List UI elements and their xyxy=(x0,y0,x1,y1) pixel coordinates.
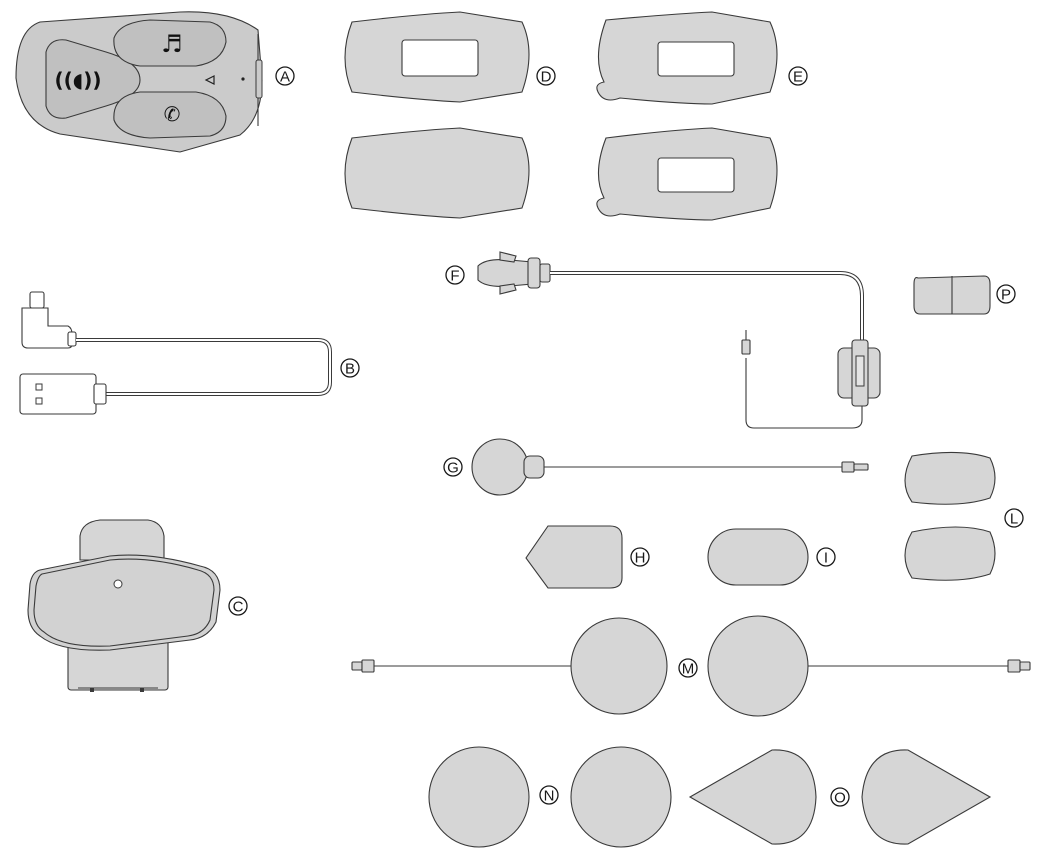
pentagon-pad xyxy=(525,525,623,589)
svg-text:E: E xyxy=(793,69,803,86)
foam-block xyxy=(913,275,991,315)
svg-text:P: P xyxy=(1001,287,1011,304)
label-p: P xyxy=(996,284,1016,304)
tabbed-pad-bottom xyxy=(596,127,778,221)
teardrop-pad-left xyxy=(688,749,817,845)
boom-microphone xyxy=(477,251,881,429)
label-l: L xyxy=(1004,508,1024,528)
adhesive-pad-with-window xyxy=(344,11,530,103)
label-b: B xyxy=(340,358,360,378)
label-f: F xyxy=(445,265,465,285)
wired-microphone xyxy=(471,438,869,496)
svg-text:H: H xyxy=(635,550,646,567)
foam-cover-bottom xyxy=(904,526,996,581)
oval-pad xyxy=(707,528,809,586)
label-g: G xyxy=(443,457,463,477)
label-d: D xyxy=(536,66,556,86)
svg-text:O: O xyxy=(834,790,846,807)
label-m: M xyxy=(678,658,698,678)
intercom-unit: ((◖)) ♬ ✆ xyxy=(15,11,263,153)
label-e: E xyxy=(788,66,808,86)
round-pad-left xyxy=(428,746,530,848)
svg-text:F: F xyxy=(450,268,459,285)
music-note-icon: ♬ xyxy=(161,30,183,58)
svg-text:I: I xyxy=(824,550,828,567)
tabbed-pad-top xyxy=(596,11,778,105)
intercom-icon: ((◖)) xyxy=(54,68,101,92)
mounting-bracket xyxy=(27,519,221,692)
teardrop-pad-right xyxy=(861,749,992,845)
svg-text:D: D xyxy=(541,69,552,86)
label-i: I xyxy=(816,547,836,567)
back-arrow-icon xyxy=(204,75,215,85)
adhesive-pad-solid xyxy=(344,127,530,219)
svg-text:N: N xyxy=(544,788,555,805)
label-a: A xyxy=(275,66,295,86)
svg-text:M: M xyxy=(682,661,695,678)
speaker-left xyxy=(351,617,668,715)
phone-icon: ✆ xyxy=(164,102,181,126)
label-n: N xyxy=(539,785,559,805)
intercom-button: ((◖)) xyxy=(45,39,141,119)
music-button: ♬ xyxy=(113,19,227,67)
label-h: H xyxy=(630,547,650,567)
phone-button: ✆ xyxy=(113,91,227,139)
round-pad-right xyxy=(570,746,672,848)
svg-text:B: B xyxy=(345,361,355,378)
speaker-right xyxy=(707,615,1031,717)
svg-text:L: L xyxy=(1010,511,1018,528)
svg-text:A: A xyxy=(280,69,290,86)
svg-text:C: C xyxy=(233,599,244,616)
label-c: C xyxy=(228,596,248,616)
usb-charging-cable xyxy=(19,291,332,415)
label-o: O xyxy=(830,787,850,807)
foam-cover-top xyxy=(904,451,996,505)
svg-text:G: G xyxy=(447,460,459,477)
